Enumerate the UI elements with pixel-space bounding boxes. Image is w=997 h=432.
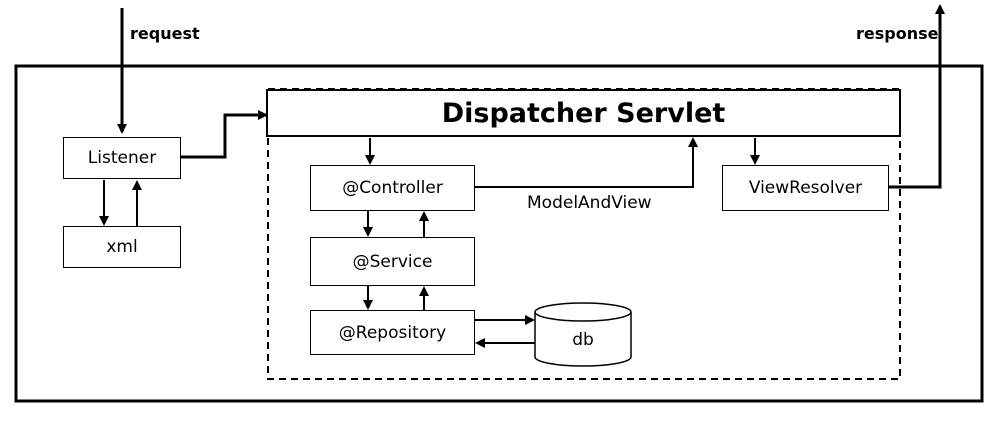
controller-box: @Controller [310, 165, 475, 211]
listener-to-dispatcher-arrow [181, 110, 268, 159]
response-label: response [856, 24, 939, 43]
outer-frame [14, 64, 984, 403]
service-box: @Service [310, 237, 475, 286]
db-cylinder [534, 302, 632, 367]
xml-box: xml [63, 226, 181, 268]
modelandview-label: ModelAndView [527, 193, 652, 213]
modelandview-arrow [474, 137, 698, 188]
request-label: request [130, 24, 200, 43]
response-arrow [889, 4, 945, 189]
listener-box: Listener [63, 137, 181, 179]
repository-box: @Repository [310, 310, 475, 355]
dispatcher-servlet-box: Dispatcher Servlet [266, 89, 901, 137]
viewresolver-box: ViewResolver [722, 165, 889, 211]
db-label: db [572, 330, 594, 350]
